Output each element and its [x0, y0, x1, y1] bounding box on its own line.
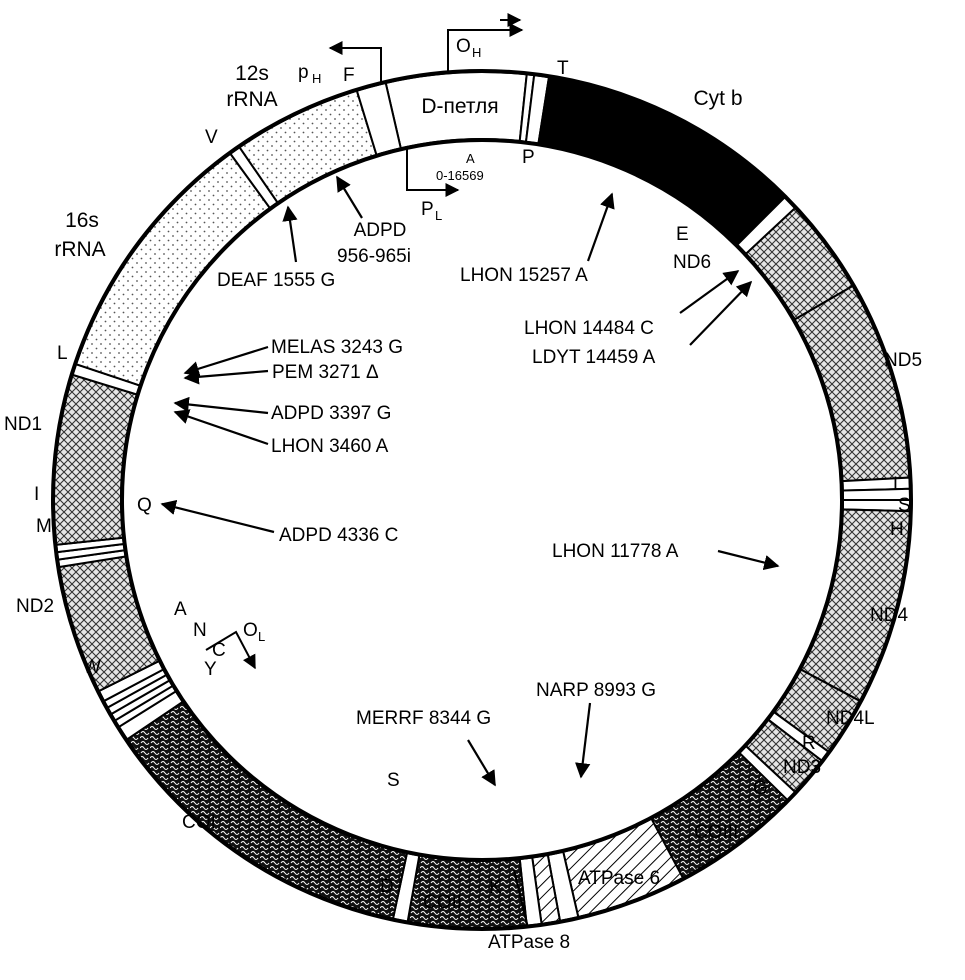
- label-nd4: ND4: [870, 605, 908, 626]
- mut-pem-3271: PEM 3271 Δ: [272, 362, 379, 383]
- trna-t: T: [557, 58, 569, 79]
- trna-q: Q: [137, 495, 152, 516]
- trna-e: E: [676, 224, 689, 245]
- segment-nd5: [793, 284, 911, 483]
- trna-h: H: [890, 519, 904, 540]
- arrow-pem: [183, 369, 269, 385]
- svg-text:O: O: [243, 620, 258, 641]
- arrow-lhon-14484: [679, 270, 740, 314]
- svg-text:L: L: [258, 629, 265, 644]
- arrow-lhon-15257: [586, 192, 615, 262]
- label-cytb: Cyt b: [693, 87, 742, 110]
- arrow-adpd-3397: [173, 396, 269, 415]
- inner-ring: [120, 138, 844, 862]
- svg-text:A: A: [466, 151, 475, 166]
- origin-zero: A 0-16569: [436, 151, 484, 183]
- arrow-merrf: [467, 739, 496, 787]
- outer-ring: [51, 69, 913, 931]
- label-16s-rrna-2: rRNA: [54, 238, 105, 261]
- trna-a: A: [174, 599, 187, 620]
- label-nd4l: ND4L: [826, 708, 875, 729]
- label-12s-rrna-2: rRNA: [226, 88, 277, 111]
- trna-i: I: [34, 484, 39, 505]
- mut-merrf-8344: MERRF 8344 G: [356, 708, 491, 729]
- arrow-adpd-956: [336, 175, 363, 219]
- promoter-pl: P L: [406, 146, 460, 223]
- svg-text:p: p: [298, 62, 309, 83]
- trna-d: D: [380, 876, 394, 897]
- svg-text:L: L: [435, 208, 442, 223]
- arrow-lhon-11778: [717, 549, 780, 571]
- label-atp8: ATPase 8: [488, 932, 570, 953]
- trna-k: K: [489, 877, 502, 898]
- arrow-narp: [575, 702, 592, 779]
- promoter-ph: p H: [298, 41, 382, 86]
- label-nd5: ND5: [884, 350, 922, 371]
- svg-text:P: P: [421, 199, 434, 220]
- svg-text:H: H: [472, 45, 481, 60]
- arrow-melas: [183, 345, 269, 377]
- mut-deaf-1555: DEAF 1555 G: [217, 270, 335, 291]
- trna-p: P: [522, 147, 535, 168]
- arrow-deaf: [282, 205, 298, 263]
- trna-s1: S: [387, 770, 400, 791]
- arrow-ldyt-14459: [689, 280, 753, 346]
- arrow-lhon-3460: [173, 409, 269, 446]
- mut-lhon-3460: LHON 3460 A: [271, 436, 389, 457]
- segment-co1: [125, 700, 409, 920]
- trna-n: N: [193, 620, 207, 641]
- mut-adpd-956-2: 956-965i: [337, 246, 411, 267]
- trna-w: W: [83, 657, 101, 678]
- mut-adpd-956: ADPD: [354, 220, 407, 241]
- mut-narp-8993: NARP 8993 G: [536, 680, 656, 701]
- trna-v: V: [205, 127, 218, 148]
- mut-adpd-4336: ADPD 4336 C: [279, 525, 398, 546]
- svg-text:0-16569: 0-16569: [436, 168, 484, 183]
- trna-f: F: [343, 65, 355, 86]
- trna-y: Y: [204, 659, 217, 680]
- arrow-adpd-4336: [160, 499, 275, 534]
- label-nd1: ND1: [4, 414, 42, 435]
- gene-segments: [53, 71, 912, 929]
- label-co2: COII: [423, 892, 462, 913]
- mut-adpd-3397: ADPD 3397 G: [271, 403, 391, 424]
- mut-lhon-14484: LHON 14484 C: [524, 318, 654, 339]
- label-atp6: ATPase 6: [578, 868, 660, 889]
- label-nd3: ND3: [783, 757, 821, 778]
- label-16s-rrna: 16s: [65, 209, 99, 232]
- label-nd2: ND2: [16, 596, 54, 617]
- arrow-atp8-leader: [512, 869, 530, 929]
- label-co1: COI: [182, 812, 216, 833]
- mut-melas-3243: MELAS 3243 G: [271, 337, 403, 358]
- trna-m: M: [36, 516, 52, 537]
- trna-l2: L: [893, 474, 904, 495]
- trna-s2: S: [898, 495, 911, 516]
- mut-lhon-11778: LHON 11778 A: [552, 541, 679, 562]
- mutation-arrows: [160, 175, 780, 929]
- trna-l1: L: [57, 343, 68, 364]
- trna-g: G: [753, 778, 768, 799]
- origin-ol: O L: [205, 620, 265, 670]
- svg-text:H: H: [312, 71, 321, 86]
- svg-text:O: O: [456, 36, 471, 57]
- mut-ldyt-14459: LDYT 14459 A: [532, 347, 656, 368]
- label-co3: COIII: [694, 822, 738, 843]
- label-nd6: ND6: [673, 252, 711, 273]
- origin-oh: O H: [447, 13, 524, 72]
- label-dloop: D-петля: [421, 95, 498, 118]
- mut-lhon-15257: LHON 15257 A: [460, 265, 588, 286]
- trna-r: R: [802, 733, 816, 754]
- label-12s-rrna: 12s: [235, 62, 269, 85]
